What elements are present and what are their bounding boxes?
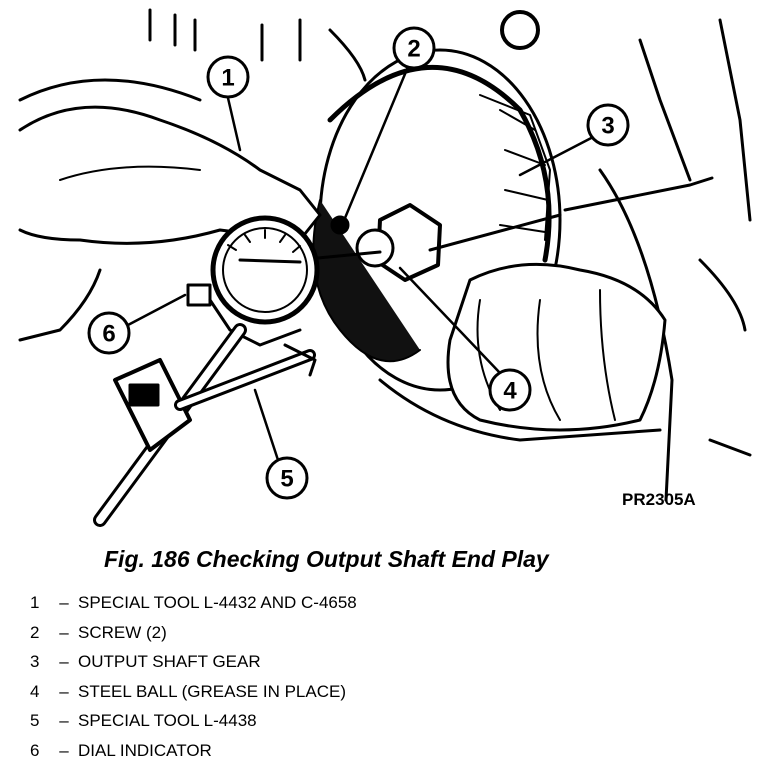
legend-number: 1 (30, 588, 50, 618)
figure-code: PR2305A (622, 490, 696, 510)
callout-4: 4 (503, 378, 517, 405)
legend-text: DIAL INDICATOR (78, 736, 212, 765)
figure-caption: Fig. 186 Checking Output Shaft End Play (104, 546, 549, 573)
legend-text: OUTPUT SHAFT GEAR (78, 647, 261, 677)
legend-text: SCREW (2) (78, 618, 167, 648)
legend-item: 1 – SPECIAL TOOL L-4432 AND C-4658 (30, 588, 357, 618)
legend-item: 4 – STEEL BALL (GREASE IN PLACE) (30, 677, 357, 707)
legend-item: 2 – SCREW (2) (30, 618, 357, 648)
legend-text: SPECIAL TOOL L-4432 AND C-4658 (78, 588, 357, 618)
legend-item: 3 – OUTPUT SHAFT GEAR (30, 647, 357, 677)
legend-list: 1 – SPECIAL TOOL L-4432 AND C-4658 2 – S… (30, 588, 357, 765)
callout-6: 6 (102, 321, 115, 348)
legend-dash: – (50, 706, 78, 736)
legend-dash: – (50, 736, 78, 765)
callout-1: 1 (221, 65, 234, 92)
legend-item: 6 – DIAL INDICATOR (30, 736, 357, 765)
technical-illustration: 1 2 3 4 5 6 (0, 0, 768, 535)
legend-text: STEEL BALL (GREASE IN PLACE) (78, 677, 346, 707)
legend-number: 4 (30, 677, 50, 707)
callout-2: 2 (407, 36, 420, 63)
callout-5: 5 (280, 466, 293, 493)
legend-number: 3 (30, 647, 50, 677)
legend-number: 5 (30, 706, 50, 736)
legend-dash: – (50, 588, 78, 618)
legend-dash: – (50, 677, 78, 707)
legend-number: 6 (30, 736, 50, 765)
legend-item: 5 – SPECIAL TOOL L-4438 (30, 706, 357, 736)
callout-3: 3 (601, 113, 614, 140)
legend-text: SPECIAL TOOL L-4438 (78, 706, 257, 736)
legend-dash: – (50, 618, 78, 648)
legend-number: 2 (30, 618, 50, 648)
legend-dash: – (50, 647, 78, 677)
